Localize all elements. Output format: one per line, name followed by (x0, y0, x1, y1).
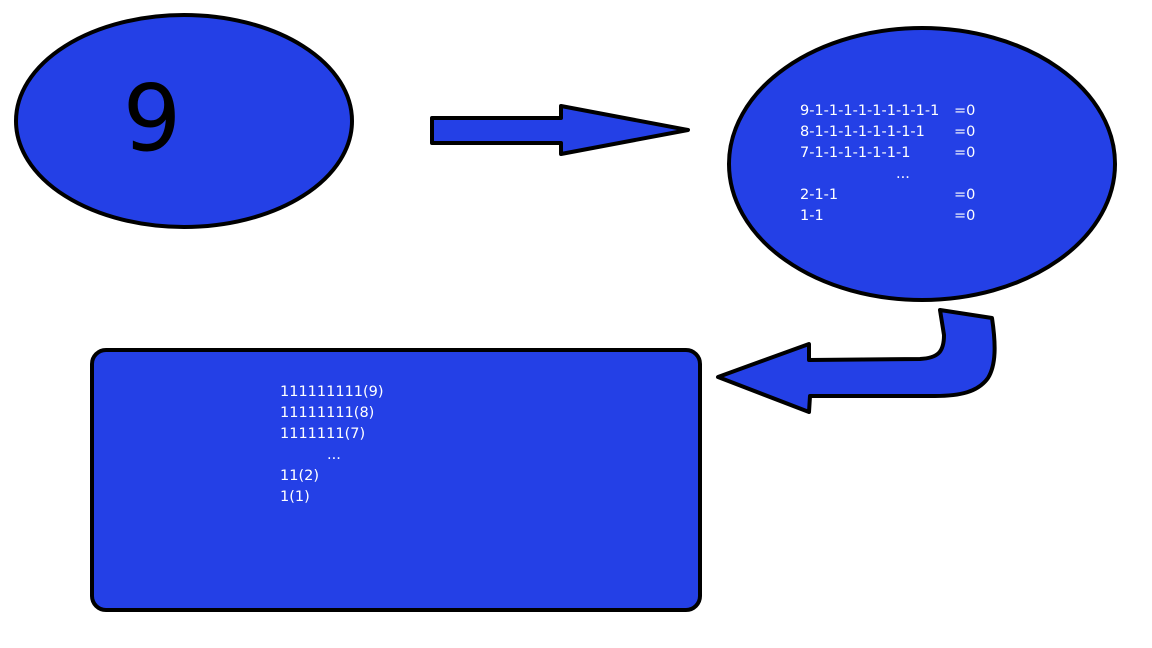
right-arrow (430, 104, 690, 156)
subtraction-line-result: =0 (954, 187, 975, 203)
subtraction-ellipse (727, 26, 1117, 302)
subtraction-ellipsis: ... (896, 166, 910, 182)
subtraction-line-expr: 2-1-1 (800, 187, 838, 203)
start-ellipse (14, 13, 354, 229)
return-arrow (716, 308, 997, 414)
subtraction-line-result: =0 (954, 145, 975, 161)
result-line: 111111111(9) (280, 384, 384, 400)
result-node: 111111111(9) 11111111(8) 1111111(7) ... … (90, 348, 702, 612)
result-line: 11111111(8) (280, 405, 374, 421)
result-box (90, 348, 702, 612)
subtraction-line-expr: 1-1 (800, 208, 824, 224)
subtraction-line-expr: 9-1-1-1-1-1-1-1-1-1 (800, 103, 939, 119)
subtraction-line-expr: 7-1-1-1-1-1-1-1 (800, 145, 910, 161)
result-lines: 111111111(9) 11111111(8) 1111111(7) ... … (280, 384, 384, 505)
subtraction-line-expr: 8-1-1-1-1-1-1-1-1 (800, 124, 925, 140)
subtraction-line-result: =0 (954, 103, 975, 119)
result-line: 1111111(7) (280, 426, 365, 442)
subtraction-lines: 9-1-1-1-1-1-1-1-1-1 =0 8-1-1-1-1-1-1-1-1… (800, 103, 975, 224)
start-number: 9 (123, 65, 182, 172)
subtraction-line-result: =0 (954, 124, 975, 140)
result-line: 1(1) (280, 489, 310, 505)
subtraction-node: 9-1-1-1-1-1-1-1-1-1 =0 8-1-1-1-1-1-1-1-1… (727, 26, 1117, 302)
subtraction-line-result: =0 (954, 208, 975, 224)
result-ellipsis: ... (327, 447, 341, 463)
start-node: 9 (14, 13, 354, 229)
result-line: 11(2) (280, 468, 319, 484)
